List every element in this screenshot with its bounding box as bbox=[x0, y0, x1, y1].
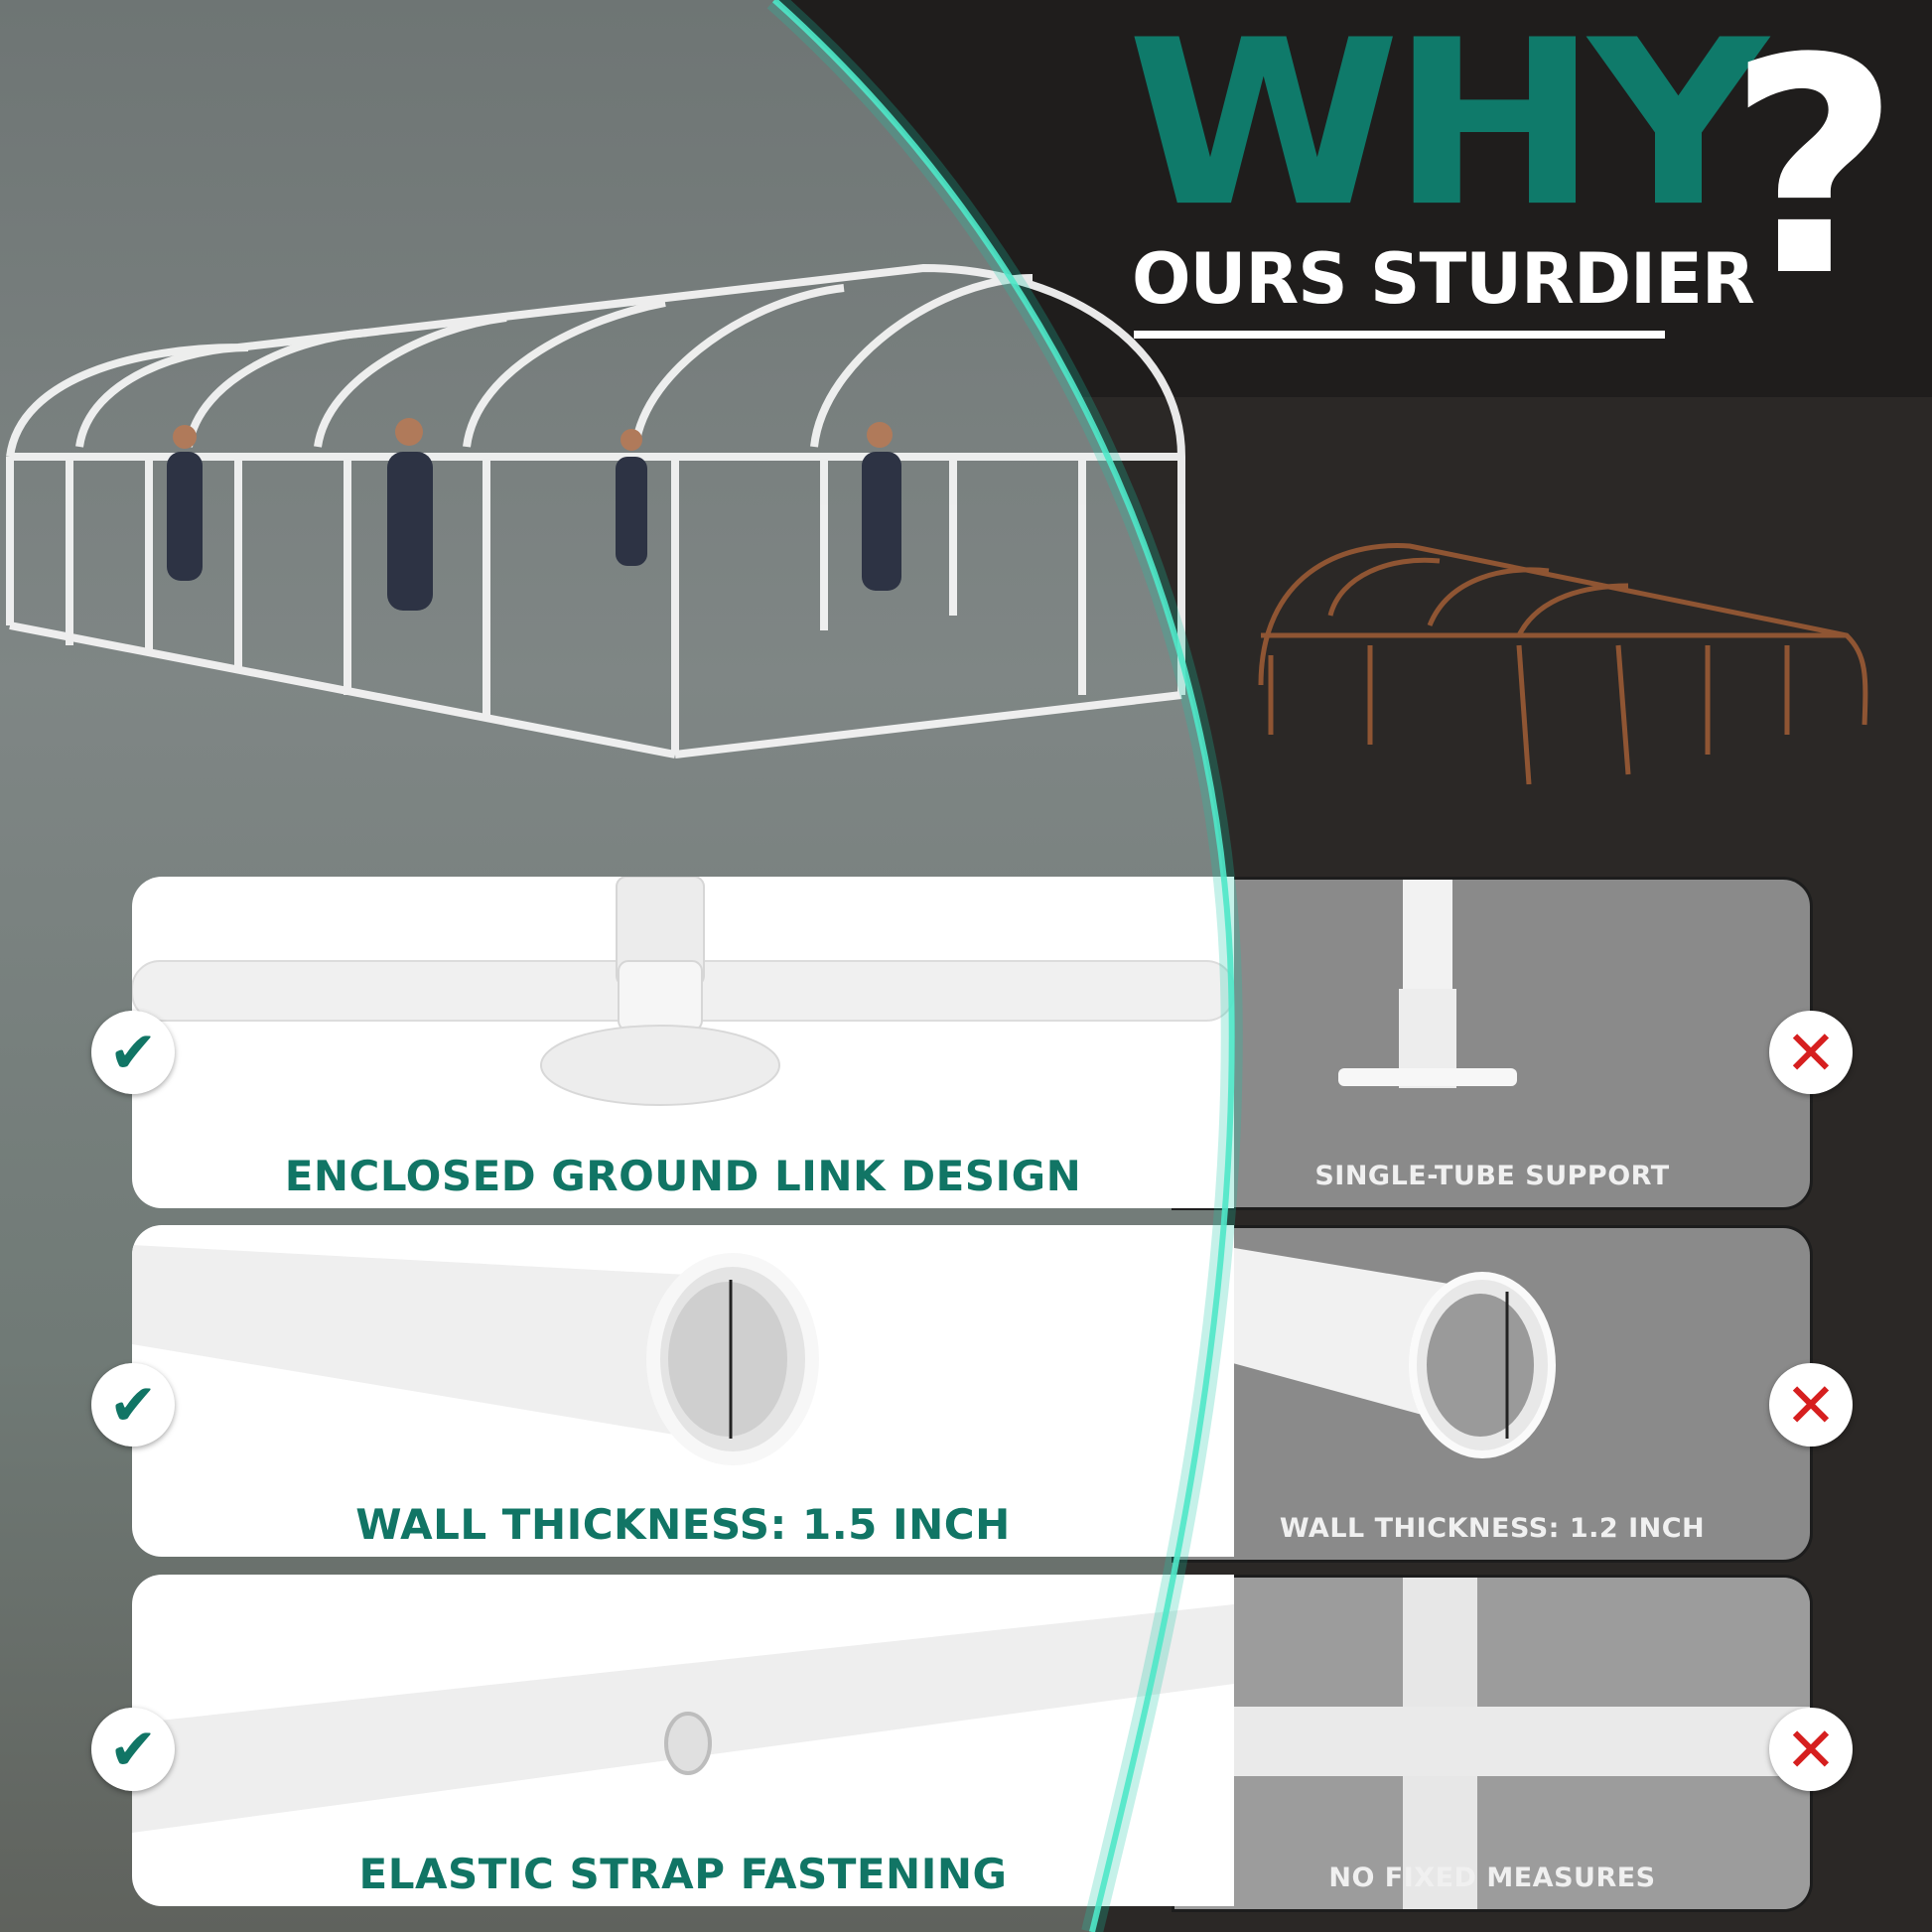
comparison-2-ours-panel: WALL THICKNESS: 1.5 INCH bbox=[132, 1225, 1234, 1557]
no-fixed-measures-illustration bbox=[1174, 1578, 1810, 1909]
single-tube-support-illustration bbox=[1338, 880, 1517, 1088]
comparison-3-ours-label: ELASTIC STRAP FASTENING bbox=[358, 1850, 1008, 1898]
comparison-2-ours-label: WALL THICKNESS: 1.5 INCH bbox=[355, 1500, 1011, 1549]
comparison-3-theirs-panel: NO FIXED MEASURES bbox=[1172, 1575, 1813, 1912]
thick-wall-pipe-illustration bbox=[132, 1245, 819, 1465]
comparison-1-theirs-panel: SINGLE-TUBE SUPPORT bbox=[1172, 877, 1813, 1210]
check-icon: ✔ bbox=[91, 1363, 175, 1447]
comparison-1-ours-label: ENCLOSED GROUND LINK DESIGN bbox=[284, 1152, 1082, 1200]
comparison-1-theirs-label: SINGLE-TUBE SUPPORT bbox=[1314, 1161, 1670, 1191]
subtitle-underline bbox=[1134, 331, 1665, 339]
comparison-2-theirs-panel: WALL THICKNESS: 1.2 INCH bbox=[1172, 1225, 1813, 1563]
check-icon: ✔ bbox=[91, 1708, 175, 1791]
cross-icon: ✕ bbox=[1769, 1011, 1853, 1094]
thin-wall-pipe-illustration bbox=[1174, 1238, 1556, 1458]
question-mark: ? bbox=[1727, 0, 1901, 342]
comparison-3-theirs-label: NO FIXED MEASURES bbox=[1328, 1863, 1656, 1893]
check-icon: ✔ bbox=[91, 1011, 175, 1094]
comparison-3-ours-panel: ELASTIC STRAP FASTENING bbox=[132, 1575, 1234, 1906]
comparison-1-ours-panel: ENCLOSED GROUND LINK DESIGN bbox=[132, 877, 1234, 1208]
why-heading: WHY bbox=[1127, 0, 1768, 257]
subtitle: OURS STURDIER bbox=[1132, 238, 1755, 320]
rusty-frame-illustration bbox=[1258, 543, 1868, 785]
cross-icon: ✕ bbox=[1769, 1708, 1853, 1791]
cross-icon: ✕ bbox=[1769, 1363, 1853, 1447]
comparison-2-theirs-label: WALL THICKNESS: 1.2 INCH bbox=[1279, 1513, 1706, 1544]
